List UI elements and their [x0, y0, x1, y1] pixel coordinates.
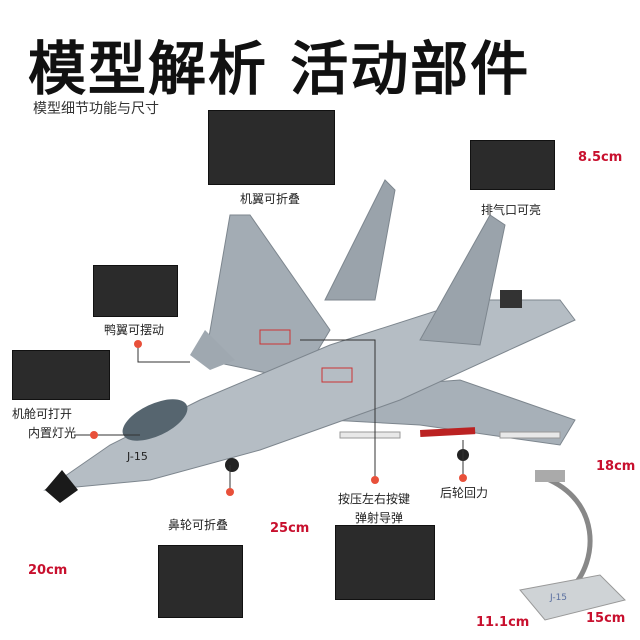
hotspot-box	[321, 367, 353, 383]
leader-lines	[74, 339, 464, 490]
label-missile-1: 按压左右按键	[338, 492, 411, 506]
label-cockpit-2: 内置灯光	[28, 426, 77, 440]
dim-height: 8.5cm	[578, 150, 623, 165]
inset-exhaust	[470, 140, 555, 190]
display-stand	[519, 470, 626, 621]
inset-wing-fold	[208, 110, 335, 185]
page-title: 模型解析 活动部件	[28, 35, 531, 103]
cockpit-dot	[90, 431, 98, 439]
dim-stand-height: 18cm	[596, 459, 636, 474]
label-wing-fold: 机翼可折叠	[240, 192, 301, 206]
dim-length: 25cm	[270, 521, 310, 536]
stand-marking: J-15	[549, 593, 567, 603]
dim-base-width: 11.1cm	[476, 615, 530, 630]
missile-dot	[371, 476, 379, 484]
label-exhaust: 排气口可亮	[481, 203, 542, 217]
jet-model	[43, 179, 576, 503]
rear-wheel-dot	[459, 474, 467, 482]
nose-wheel-dot	[226, 488, 234, 496]
label-nose-wheel: 鼻轮可折叠	[168, 518, 229, 532]
nose-marking: J-15	[126, 450, 148, 463]
label-canard: 鸭翼可摆动	[104, 323, 165, 337]
label-missile-2: 弹射导弹	[355, 511, 404, 525]
subtitle: 模型细节功能与尺寸	[33, 101, 159, 117]
inset-nose-wheel	[158, 545, 243, 618]
dim-wingspan: 20cm	[28, 563, 68, 578]
label-cockpit-1: 机舱可打开	[12, 407, 73, 421]
inset-canard	[93, 265, 178, 317]
label-rear-wheel: 后轮回力	[440, 486, 489, 500]
hotspot-box	[259, 329, 291, 345]
canard-dot	[134, 340, 142, 348]
dim-base-depth: 15cm	[586, 611, 626, 626]
inset-missile	[335, 525, 435, 600]
inset-cockpit	[12, 350, 110, 400]
